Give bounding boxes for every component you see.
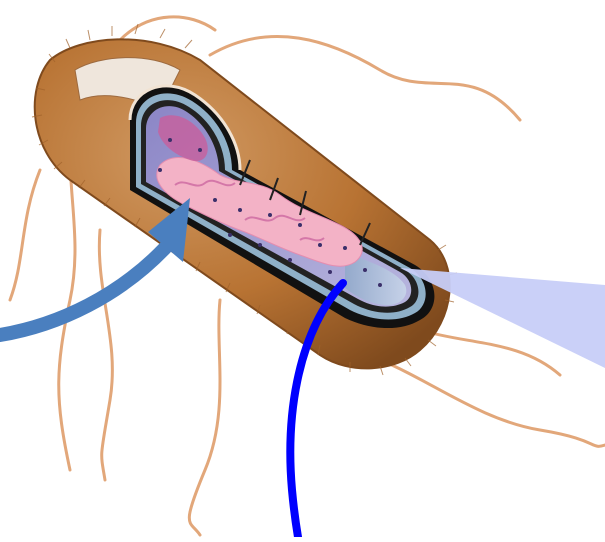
flagellum-left-short bbox=[10, 170, 40, 300]
flagellum-bottom-right bbox=[380, 360, 605, 446]
flagellum-bottom-middle bbox=[189, 300, 220, 535]
flagellum-top-left bbox=[120, 17, 215, 40]
steel-blue-arrow bbox=[0, 248, 165, 335]
flagellum-left-lower bbox=[99, 230, 112, 480]
flagellum-right bbox=[420, 330, 560, 375]
